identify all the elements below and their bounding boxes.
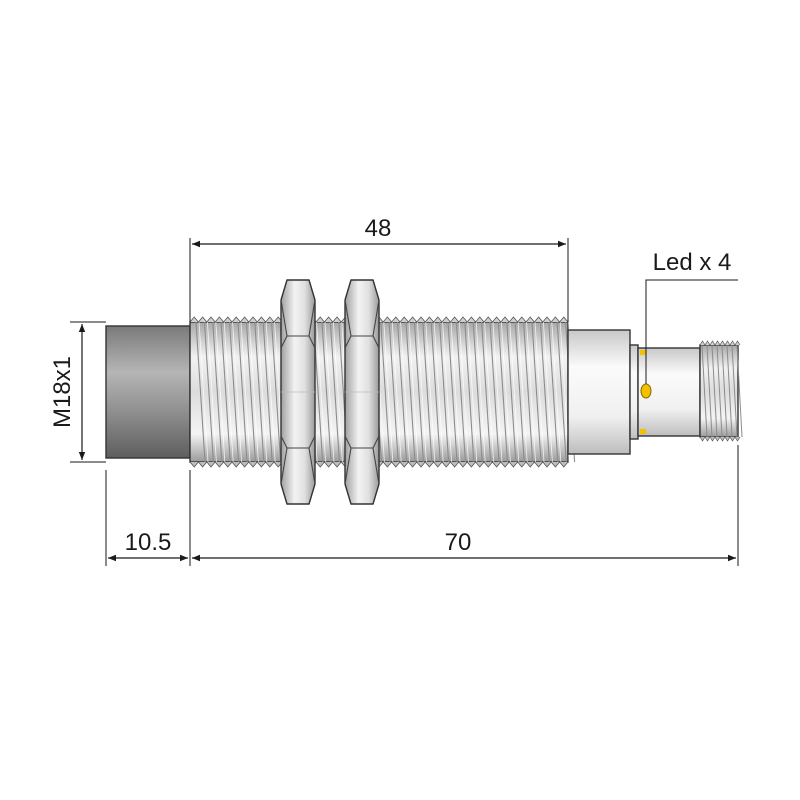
sensing-face <box>105 325 191 459</box>
dimension-label-m18: M18x1 <box>49 356 76 428</box>
led-indicator-top <box>640 350 646 355</box>
dimension-label-10-5: 10.5 <box>125 529 172 556</box>
led-label: Led x 4 <box>653 249 732 276</box>
dimension-label-70: 70 <box>445 529 472 556</box>
led-leader-line <box>645 279 738 384</box>
rear-sleeve <box>567 329 631 455</box>
mounting-nut-left <box>280 279 316 505</box>
sleeve-step <box>629 344 639 440</box>
threaded-body <box>189 316 578 468</box>
mounting-nut-right <box>344 279 380 505</box>
led-indicator <box>640 383 652 399</box>
dimension-label-48: 48 <box>365 215 392 242</box>
connector-thread <box>699 340 743 442</box>
led-indicator-bottom <box>640 429 646 434</box>
